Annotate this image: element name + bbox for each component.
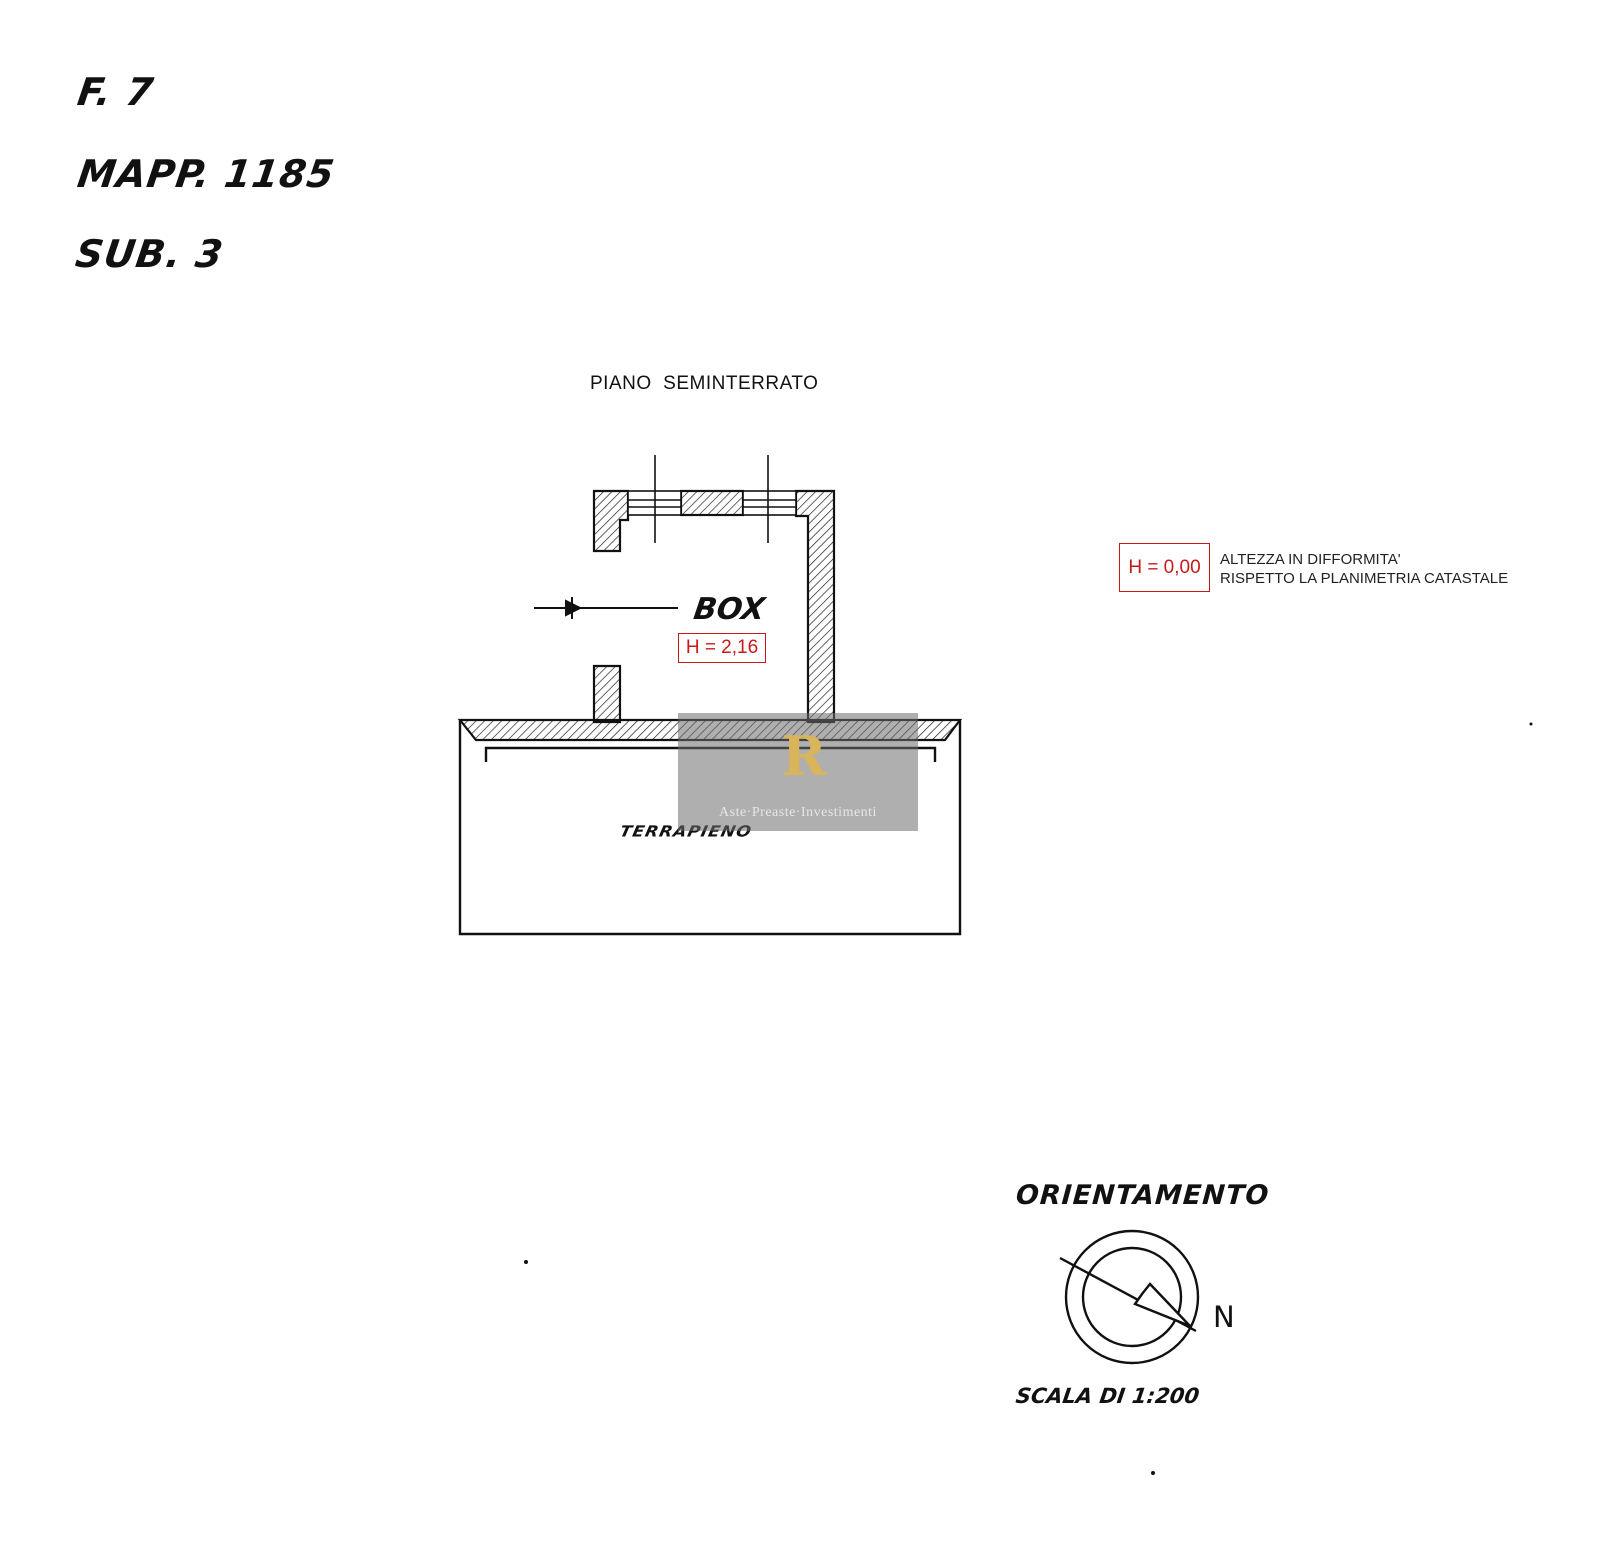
wall-right (794, 489, 836, 722)
wall-lower-left-stub (592, 664, 622, 722)
wall-top-left (592, 489, 630, 553)
scale-label: SCALA DI 1:200 (1014, 1384, 1201, 1408)
wall-top-middle (679, 489, 745, 517)
orientation-title: ORIENTAMENTO (1014, 1180, 1271, 1211)
legend-sample: H = 0,00 (1119, 543, 1210, 592)
room-name: BOX (691, 592, 767, 627)
room-height-label: H = 2,16 (678, 633, 766, 663)
legend-text-line1: ALTEZZA IN DIFFORMITA' (1220, 551, 1401, 568)
compass-arrow (1133, 1282, 1191, 1328)
watermark-logo-icon: R (781, 724, 827, 788)
compass-outer-ring (1064, 1229, 1200, 1365)
scan-specks (524, 722, 1533, 1475)
floor-label: PIANO SEMINTERRATO (590, 373, 819, 394)
compass (1059, 1229, 1200, 1365)
compass-inner-ring (1081, 1246, 1183, 1348)
legend-text-line2: RISPETTO LA PLANIMETRIA CATASTALE (1220, 570, 1509, 587)
entrance-arrow (534, 597, 678, 619)
window-axes (654, 455, 769, 543)
watermark-text: Aste·Preaste·Investimenti (719, 805, 877, 820)
north-label: N (1213, 1300, 1235, 1334)
window-right (742, 490, 797, 516)
watermark: R Aste·Preaste·Investimenti (678, 713, 918, 831)
